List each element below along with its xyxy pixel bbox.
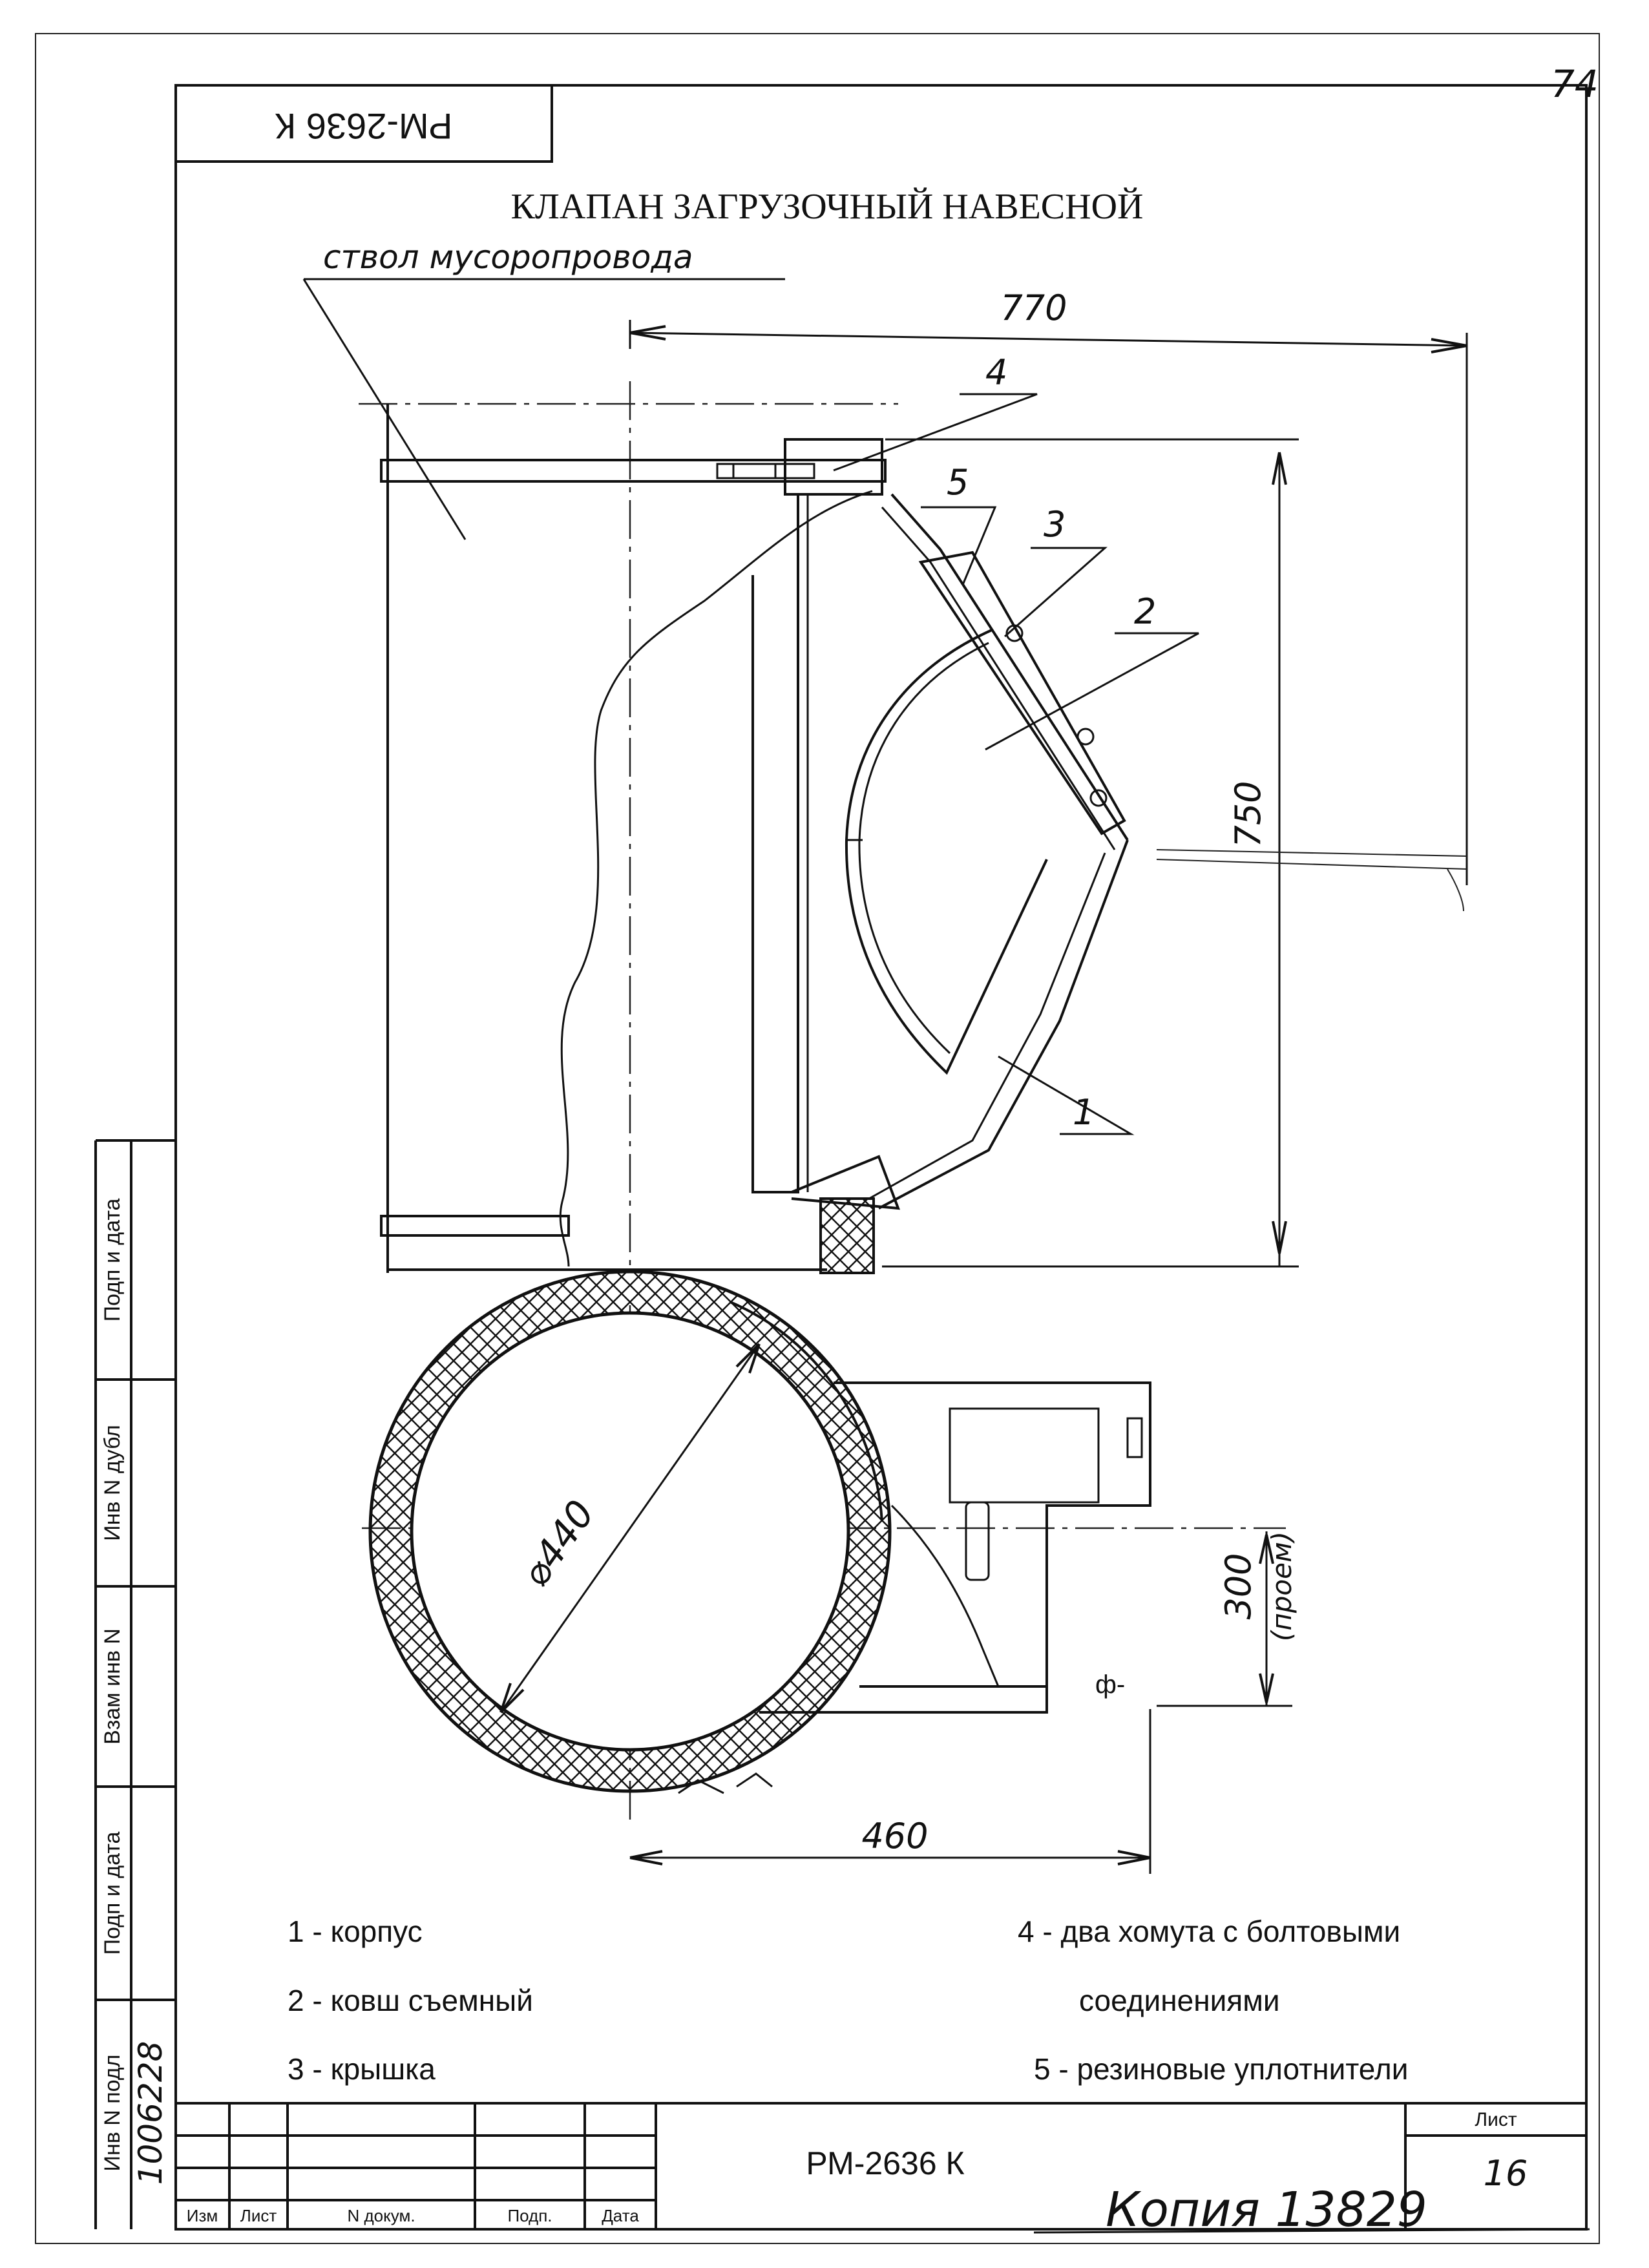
lid <box>918 551 1126 835</box>
dim-300-arrows <box>1259 1534 1274 1703</box>
dim-440-arrows <box>499 1343 761 1714</box>
floor-line-right <box>1156 849 1467 912</box>
valve-housing-plan <box>834 1381 1151 1688</box>
top-stamp-text: РМ-2636 К <box>275 106 452 147</box>
callout-shaft-label: ствол мусоропровода <box>323 238 693 276</box>
insulation-block-side <box>819 1197 875 1274</box>
copy-note-underline <box>1033 2228 1590 2234</box>
corner-sheet-number: 74 <box>1551 62 1599 106</box>
dim-770-line <box>629 320 1468 885</box>
svg-text:3: 3 <box>1044 504 1066 545</box>
dim-750-text: 750 <box>1228 781 1268 847</box>
latch-plan <box>965 1501 990 1581</box>
dim-440-line <box>499 1343 761 1713</box>
dim-770-text: 770 <box>1000 288 1067 328</box>
handle-plan <box>1126 1417 1143 1458</box>
legend-item-2: 2 - ковш съемный <box>288 1984 533 2017</box>
side-stamp-inv-number: 1006228 <box>132 2041 169 2185</box>
side-stamp: Подп и дата Инв N дубл Взам инв N Подп и… <box>94 1139 176 2229</box>
callout-shaft-leader <box>302 278 785 540</box>
dim-300-line <box>1157 1531 1292 1707</box>
svg-text:5: 5 <box>947 462 969 503</box>
title-block: Изм Лист N докум. Подп. Дата РМ-2636 К Л… <box>176 2102 1590 2238</box>
dim-750-arrows <box>1272 452 1287 1254</box>
lid-hinge-3 <box>1089 789 1108 807</box>
callout-3: 3 <box>1004 504 1108 638</box>
side-stamp-label-2: Инв N дубл <box>100 1425 125 1541</box>
hopper-upper-wall <box>890 493 1129 841</box>
hinge-mark: ф- <box>1095 1670 1125 1699</box>
dim-770-arrows <box>629 325 1467 353</box>
bucket-shell <box>845 629 1048 1075</box>
valve-frame-post <box>784 438 883 496</box>
hopper-lower-wall-inner <box>868 852 1106 1200</box>
plan-view: ⌀440 300 (проем) ф- 460 <box>362 1270 1297 1874</box>
side-stamp-label-5: Инв N подл <box>100 2055 125 2172</box>
clamp-bottom <box>380 1215 570 1237</box>
outer-clamp-arc <box>730 1301 883 1522</box>
callout-2: 2 <box>985 591 1199 751</box>
title-block-sheet-label: Лист <box>1475 2109 1517 2130</box>
clamp-top <box>380 459 887 483</box>
legend: 1 - корпус 2 - ковш съемный 3 - крышка 4… <box>288 1915 1408 2086</box>
dim-460-arrows <box>629 1850 1151 1865</box>
title-block-copy-note: Копия 13829 <box>1106 2182 1427 2238</box>
top-stamp-box <box>174 84 553 163</box>
title-block-sheet-value: 16 <box>1484 2153 1528 2194</box>
legend-item-1: 1 - корпус <box>288 1915 423 1948</box>
dim-750-line <box>882 438 1299 1268</box>
svg-text:1: 1 <box>1073 1092 1095 1133</box>
side-stamp-label-1: Подп и дата <box>100 1198 125 1321</box>
valve-housing-fold <box>890 1504 1000 1687</box>
dim-300-note: (проем) <box>1266 1531 1297 1641</box>
lid-hinge-1 <box>1005 624 1024 642</box>
outer-border <box>35 33 1600 2244</box>
clamp-bolt <box>716 463 815 479</box>
side-stamp-label-4: Подп и дата <box>100 1831 125 1955</box>
callout-5: 5 <box>921 462 997 585</box>
legend-item-5: 5 - резиновые уплотнители <box>1034 2052 1408 2086</box>
title-block-header-date: Дата <box>602 2206 639 2225</box>
side-stamp-label-3: Взам инв N <box>100 1628 125 1745</box>
title-block-header-sign: Подп. <box>507 2206 552 2225</box>
legend-item-4: 4 - два хомута с болтовыми <box>1018 1915 1400 1948</box>
title-block-doc-code: РМ-2636 К <box>806 2145 964 2181</box>
drawing-frame <box>174 84 1588 2231</box>
drawing-title: КЛАПАН ЗАГРУЗОЧНЫЙ НАВЕСНОЙ <box>511 187 1144 227</box>
title-block-header-doc: N докум. <box>347 2206 415 2225</box>
bottom-brackets <box>678 1772 773 1794</box>
bucket-shell-inner <box>858 642 989 1055</box>
callout-4: 4 <box>833 352 1038 472</box>
callout-1: 1 <box>998 1055 1135 1135</box>
svg-text:4: 4 <box>985 352 1007 393</box>
inner-bore <box>410 1311 850 1752</box>
dim-460-text: 460 <box>861 1816 928 1856</box>
hopper-upper-wall-inner <box>881 507 1116 850</box>
valve-frame-inner <box>751 494 799 1193</box>
title-block-header-izm: Изм <box>187 2206 218 2225</box>
hopper-lower-wall <box>878 839 1129 1210</box>
dim-460-line <box>630 1709 1151 1874</box>
svg-text:2: 2 <box>1134 591 1156 632</box>
title-block-header-list: Лист <box>240 2206 277 2225</box>
valve-housing-inner <box>949 1407 1100 1504</box>
break-line <box>559 490 873 1267</box>
legend-item-3: 3 - крышка <box>288 2052 436 2086</box>
side-view: 770 750 4 5 3 2 1 <box>359 288 1468 1274</box>
valve-housing-baseline <box>759 1686 1048 1714</box>
lid-hinge-2 <box>1077 728 1095 746</box>
dim-300-text: 300 <box>1218 1553 1259 1619</box>
legend-item-4-cont: соединениями <box>1079 1984 1280 2017</box>
